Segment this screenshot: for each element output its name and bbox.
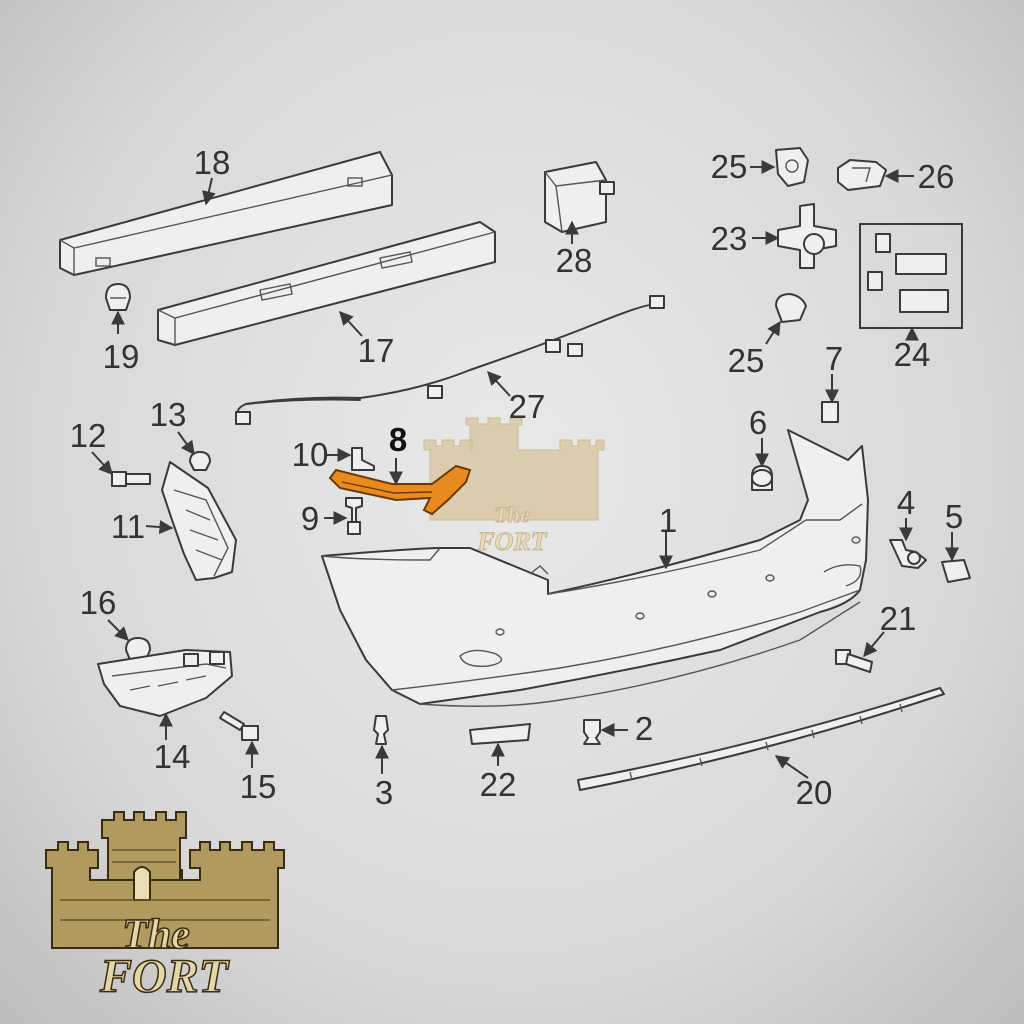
callout-14: 14	[154, 738, 191, 775]
callout-22: 22	[480, 766, 517, 803]
the-fort-logo: The FORT	[45, 811, 285, 1004]
callout-2: 2	[635, 710, 653, 747]
part-16-clip	[125, 637, 151, 661]
callout-12: 12	[70, 417, 107, 454]
callout-16: 16	[80, 584, 117, 621]
part-17-reinforcement	[157, 221, 496, 346]
part-9-bolt	[345, 497, 363, 535]
part-22-reflector	[469, 723, 531, 745]
part-25-bracket-lower	[775, 293, 807, 323]
watermark-line2: FORT	[476, 527, 547, 556]
callout-labels: 18 17 19 28 27 10 8 9 12 13 11 16 14 15 …	[70, 144, 964, 811]
callout-6: 6	[749, 404, 767, 441]
callout-18: 18	[194, 144, 231, 181]
callout-19: 19	[103, 338, 140, 375]
callout-26: 26	[918, 158, 955, 195]
callout-23: 23	[711, 220, 748, 257]
part-13-clip	[189, 451, 211, 471]
part-7-clip	[821, 401, 839, 423]
part-12-bolt	[111, 471, 151, 487]
callout-7: 7	[825, 340, 843, 377]
callout-8: 8	[389, 421, 407, 458]
part-11-retainer	[161, 461, 237, 581]
part-18-absorber	[59, 151, 393, 276]
part-27-wire-harness	[235, 295, 665, 425]
part-25-bracket-top	[775, 147, 809, 187]
callout-1: 1	[659, 502, 677, 539]
part-1-bumper-cover	[321, 429, 869, 707]
part-28-module	[544, 161, 615, 233]
callout-20: 20	[796, 774, 833, 811]
watermark-line1: The	[494, 502, 530, 527]
callout-3: 3	[375, 774, 393, 811]
callout-17: 17	[358, 332, 395, 369]
callout-10: 10	[292, 436, 329, 473]
part-6-clip	[751, 465, 773, 491]
part-26-bracket	[837, 159, 887, 191]
part-14-retainer	[97, 649, 233, 717]
callout-27: 27	[509, 388, 546, 425]
leader-lines	[91, 160, 959, 779]
part-19-clip	[105, 283, 131, 311]
part-15-bolt	[219, 711, 259, 741]
callout-9: 9	[301, 500, 319, 537]
watermark-castle-icon: The FORT	[423, 417, 605, 557]
part-10-clip	[351, 447, 375, 471]
part-3-screw	[373, 715, 389, 745]
callout-21: 21	[880, 600, 917, 637]
callout-25-lower: 25	[728, 342, 765, 379]
callout-28: 28	[556, 242, 593, 279]
logo-line1: The	[122, 912, 190, 958]
callout-25-top: 25	[711, 148, 748, 185]
callout-4: 4	[897, 484, 915, 521]
callout-24: 24	[894, 336, 931, 373]
part-5-clip	[941, 559, 971, 583]
callout-5: 5	[945, 498, 963, 535]
part-23-sensor	[777, 203, 837, 269]
callout-15: 15	[240, 768, 277, 805]
part-24-kit	[859, 223, 963, 329]
part-21-bolt	[835, 649, 873, 673]
part-4-fastener	[889, 539, 927, 569]
logo-line2: FORT	[99, 950, 230, 1003]
part-2-clip	[583, 719, 601, 745]
callout-13: 13	[150, 396, 187, 433]
part-20-moulding	[577, 687, 945, 791]
callout-11: 11	[111, 508, 145, 545]
